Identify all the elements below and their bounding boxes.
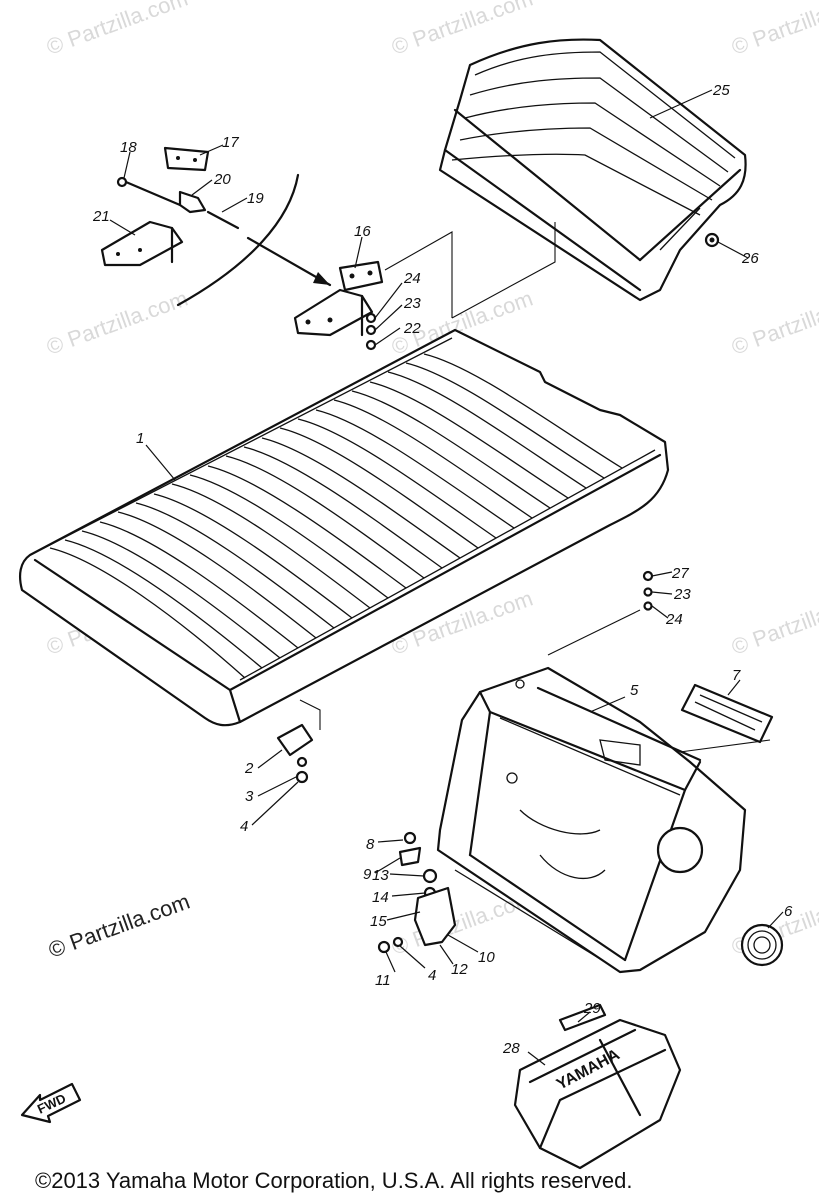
callout-24a: 24 <box>403 270 421 287</box>
fwd-arrow: FWD <box>20 1082 82 1124</box>
watermark: © Partzilla.com <box>43 0 191 60</box>
latch-assembly <box>377 831 457 954</box>
callout-25: 25 <box>712 82 730 99</box>
callout-21: 21 <box>92 208 110 225</box>
callout-28: 28 <box>502 1040 520 1057</box>
callout-7: 7 <box>732 667 741 684</box>
callout-18: 18 <box>120 139 137 156</box>
watermark: © Partzilla.com <box>43 286 191 360</box>
part-7-reflector <box>680 683 774 744</box>
installation-lines <box>299 222 771 753</box>
watermark: © Partzilla.com <box>728 0 819 60</box>
watermark: © Partzilla.com <box>728 286 819 360</box>
seat-latch-parts <box>276 723 314 784</box>
callout-labels: 1 2 3 4 4 5 6 7 8 9 10 11 12 13 14 15 16… <box>92 82 793 1057</box>
callout-1: 1 <box>136 430 144 447</box>
part-6-grille <box>740 923 784 967</box>
watermark: © Partzilla.com <box>728 586 819 660</box>
callout-14: 14 <box>372 889 389 906</box>
callout-8: 8 <box>366 836 375 853</box>
callout-3: 3 <box>245 788 254 805</box>
hinge-detail-assembly <box>100 146 332 307</box>
callout-17: 17 <box>222 134 239 151</box>
leader-lines <box>109 89 784 1066</box>
callout-2: 2 <box>244 760 254 777</box>
part-28-tool-bag: YAMAHA <box>513 1003 682 1170</box>
callout-4b: 4 <box>428 967 436 984</box>
hinge-assembly <box>293 260 384 351</box>
callout-20: 20 <box>213 171 231 188</box>
callout-10: 10 <box>478 949 495 966</box>
callout-11: 11 <box>375 972 391 989</box>
callout-23b: 23 <box>673 586 691 603</box>
copyright-footer: ©2013 Yamaha Motor Corporation, U.S.A. A… <box>35 1168 632 1193</box>
callout-6: 6 <box>784 903 793 920</box>
callout-15: 15 <box>370 913 387 930</box>
part-5-storage-box <box>436 666 747 974</box>
part-26-bolt <box>704 232 720 248</box>
callout-9: 9 <box>363 866 372 883</box>
callout-27: 27 <box>671 565 689 582</box>
callout-29: 29 <box>583 1000 601 1017</box>
callout-24b: 24 <box>665 611 683 628</box>
callout-26: 26 <box>741 250 759 267</box>
callout-5: 5 <box>630 682 639 699</box>
watermark-dark: © Partzilla.com <box>45 889 193 963</box>
part-1-seat-cushion <box>19 328 670 727</box>
small-hardware-right <box>642 570 654 611</box>
callout-4: 4 <box>240 818 248 835</box>
callout-12: 12 <box>451 961 468 978</box>
callout-22: 22 <box>403 320 421 337</box>
callout-19: 19 <box>247 190 264 207</box>
callout-16: 16 <box>354 223 371 240</box>
part-25-backrest <box>438 38 747 302</box>
callout-13: 13 <box>372 867 389 884</box>
callout-23a: 23 <box>403 295 421 312</box>
